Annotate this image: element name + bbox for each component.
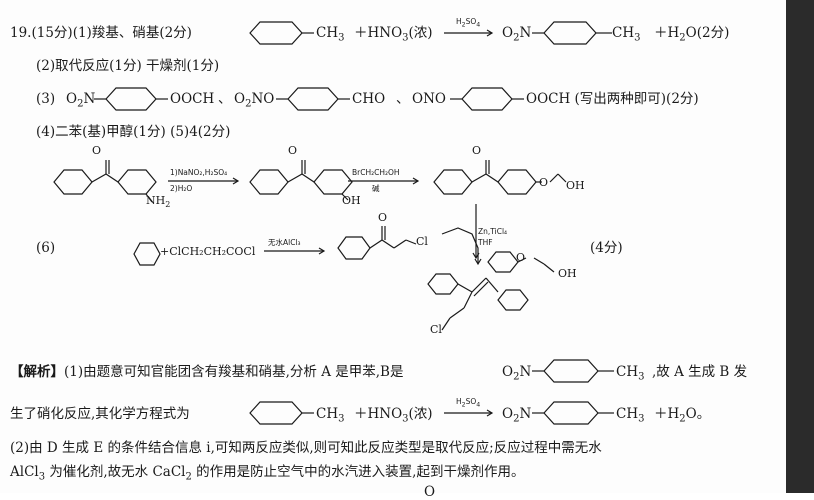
- analysis-line-5-fragment: O: [424, 484, 436, 500]
- isomer-a-o2n: O2N: [66, 91, 96, 110]
- analysis-arrow: [444, 409, 494, 417]
- isomer-b-end: CHO: [352, 91, 386, 107]
- step1-arrow: [168, 177, 240, 185]
- analysis-line-3: (2)由 D 生成 E 的条件结合信息 i,可知两反应类似,则可知此反应类型是取…: [10, 440, 602, 456]
- final-product-structure: [427, 251, 555, 331]
- chloropropiophenone-structure: [337, 226, 417, 260]
- analysis-eq-pch3: CH3: [616, 406, 645, 425]
- eq-reactant-ch3: CH3: [316, 25, 345, 44]
- question-score: (15分): [31, 25, 73, 41]
- isomer-c-ring: [450, 87, 524, 111]
- analysis-line-1: 【解析】(1)由题意可知官能团含有羧基和硝基,分析 A 是甲苯,B是: [10, 364, 404, 380]
- ketone-o-4: O: [378, 211, 388, 224]
- step3-arrow: [264, 247, 326, 255]
- chlorine-2: Cl: [430, 323, 442, 336]
- analysis-o2n: O2N: [502, 364, 532, 383]
- answer-sheet: 19.(15分)(1)羧基、硝基(2分) CH3 ＋HNO3(浓) H2SO4 …: [10, 17, 748, 500]
- analysis-b-ring: [532, 359, 614, 383]
- answer-part-3-label: (3): [36, 91, 56, 107]
- analysis-eq-hno3: ＋HNO3(浓): [354, 406, 433, 425]
- isomer-a-end: OOCH: [170, 91, 215, 107]
- analysis-line-2: 生了硝化反应,其化学方程式为: [10, 406, 190, 422]
- analysis-line-1-end: ,故 A 生成 B 发: [652, 364, 748, 380]
- eq-condition: H2SO4: [456, 17, 481, 29]
- acyl-chloride-reagent: +ClCH₂CH₂COCl: [160, 245, 256, 258]
- isomer-b-o2no: O2NO: [234, 91, 275, 110]
- analysis-toluene: [249, 401, 314, 425]
- answer-part-1: (1)羧基、硝基(2分): [72, 25, 192, 41]
- eq-water: ＋H2O(2分): [654, 25, 730, 44]
- ketone-o-2: O: [288, 144, 298, 157]
- separator: 、: [218, 91, 232, 107]
- ether-o: O: [539, 176, 549, 189]
- isomer-b-ring: [276, 87, 350, 111]
- answer-part-6-label: (6): [36, 240, 56, 256]
- isomer-a-ring: [94, 87, 168, 111]
- step2-arrow: [348, 177, 420, 185]
- eq-hno3: ＋HNO3(浓): [354, 25, 433, 44]
- step4-reagent: Zn,TiCl₄: [478, 227, 508, 236]
- isomer-c-ono: ONO: [412, 91, 446, 107]
- step4-solvent: THF: [478, 238, 493, 247]
- hydroxybenzophenone-structure: [249, 160, 353, 201]
- hydroxyl-oh-3: OH: [558, 267, 577, 280]
- amine-nh2: NH2: [146, 194, 171, 210]
- nitrotoluene-ring: [532, 21, 612, 45]
- chlorine-1: Cl: [416, 235, 428, 248]
- answer-part-2: (2)取代反应(1分) 干燥剂(1分): [36, 58, 220, 74]
- hydroxyl-oh-2: OH: [566, 179, 585, 192]
- coupling-curved-arrow: [441, 227, 482, 266]
- analysis-ch3: CH3: [616, 364, 645, 383]
- step1-reagent-2: 2)H₂O: [170, 184, 193, 193]
- analysis-eq-condition: H2SO4: [456, 397, 481, 409]
- analysis-eq-ch3: CH3: [316, 406, 345, 425]
- ether-o-2: O: [516, 251, 526, 264]
- eq-product-o2n: O2N: [502, 25, 532, 44]
- benzene-structure: [133, 242, 161, 266]
- analysis-tag: 【解析】: [10, 364, 64, 380]
- separator: 、: [396, 91, 410, 107]
- analysis-line-4: AlCl3 为催化剂,故无水 CaCl2 的作用是防止空气中的水汽进入装置,起到…: [10, 464, 525, 483]
- analysis-product-ring: [532, 401, 614, 425]
- reaction-arrow: [444, 29, 494, 37]
- step3-catalyst: 无水AlCl₃: [268, 238, 301, 247]
- isomer-c-end: OOCH (写出两种即可)(2分): [526, 91, 699, 107]
- question-number: 19.: [10, 25, 32, 41]
- hydroxyl-oh-1: OH: [342, 194, 361, 207]
- ketone-o-3: O: [472, 144, 482, 157]
- step2-base: 碱: [372, 184, 380, 193]
- analysis-eq-water: ＋H2O。: [654, 406, 711, 425]
- aminobenzophenone-structure: [53, 160, 157, 203]
- answer-part-6-score: (4分): [590, 240, 623, 256]
- toluene-structure: [249, 21, 314, 45]
- analysis-eq-o2n: O2N: [502, 406, 532, 425]
- question-line-1: 19.(15分)(1)羧基、硝基(2分): [10, 25, 192, 41]
- answer-part-4-5: (4)二苯(基)甲醇(1分) (5)4(2分): [36, 124, 231, 140]
- eq-product-ch3: CH3: [612, 25, 641, 44]
- step1-reagent: 1)NaNO₂,H₂SO₄: [170, 168, 228, 177]
- step4-arrow: [472, 204, 480, 260]
- dark-window-edge: [786, 0, 814, 493]
- ether-ketone-structure: [433, 160, 567, 195]
- step2-reagent: BrCH₂CH₂OH: [352, 168, 400, 177]
- ketone-o-1: O: [92, 144, 102, 157]
